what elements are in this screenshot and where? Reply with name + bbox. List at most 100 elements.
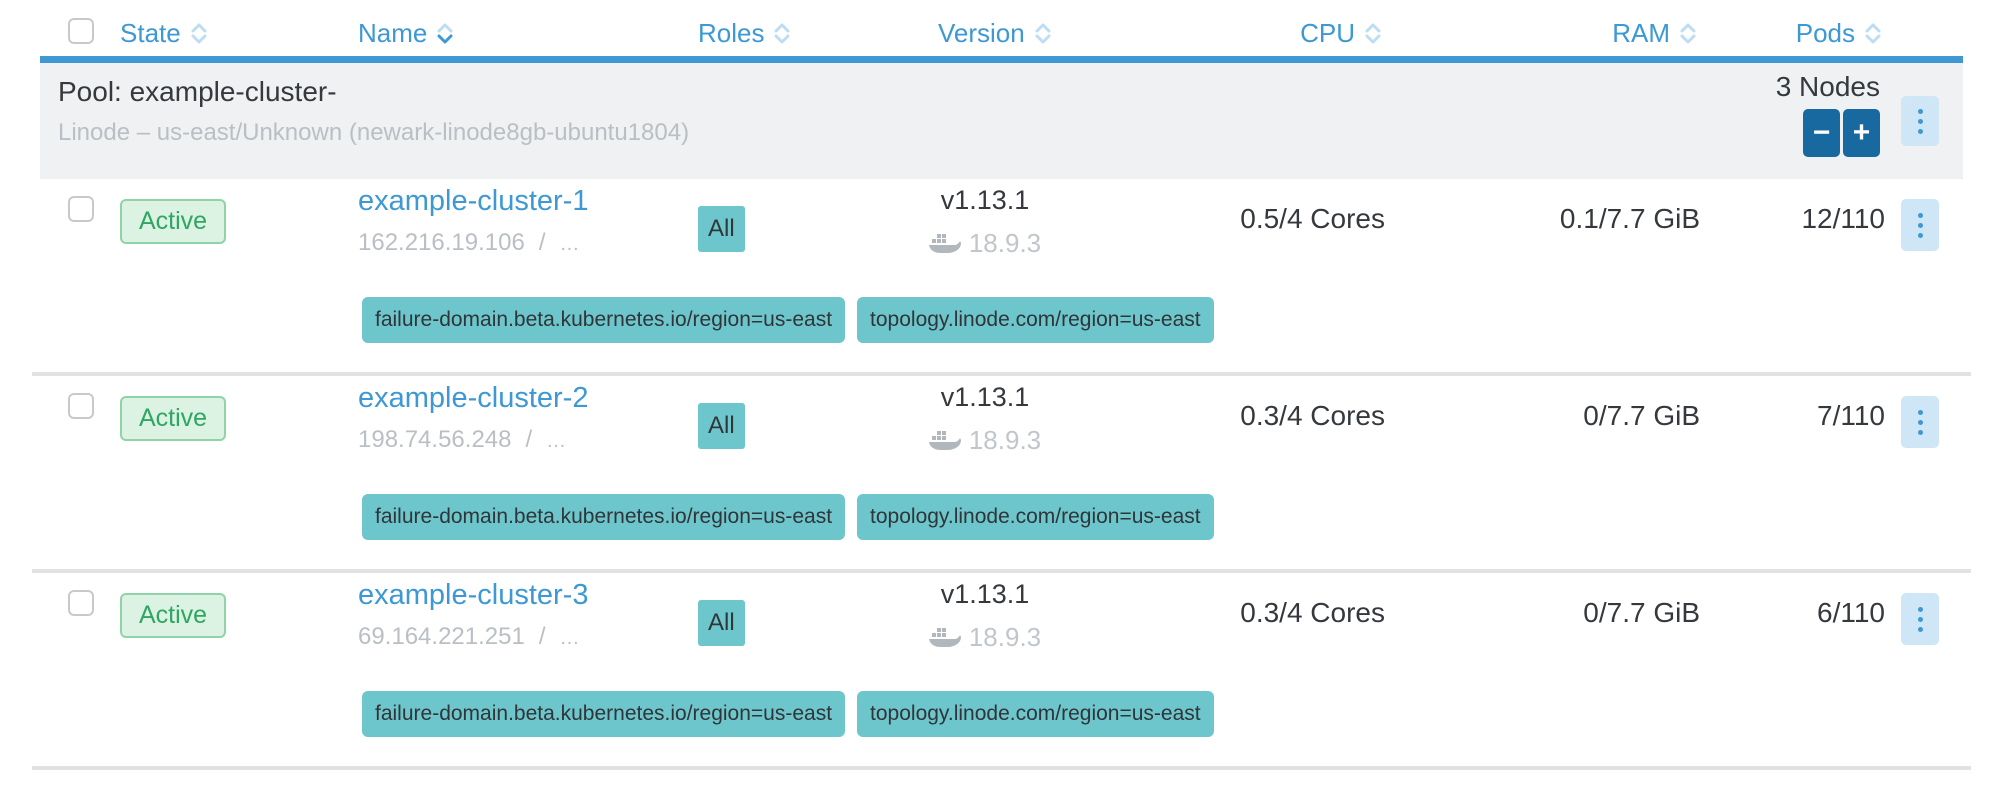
column-label: RAM xyxy=(1612,18,1670,48)
sort-icon xyxy=(1365,22,1381,45)
node-address: 198.74.56.248 / … xyxy=(358,426,588,454)
status-badge: Active xyxy=(120,593,227,638)
node-label-badge: failure-domain.beta.kubernetes.io/region… xyxy=(362,691,846,737)
row-actions-menu-button[interactable] xyxy=(1901,593,1939,645)
docker-version: 18.9.3 xyxy=(968,228,1042,258)
kubernetes-version: v1.13.1 xyxy=(940,579,1030,609)
ip-separator: / xyxy=(538,623,546,650)
sort-icon xyxy=(774,22,790,45)
node-name-link[interactable]: example-cluster-3 xyxy=(358,579,589,611)
plus-icon: + xyxy=(1852,116,1871,149)
column-header-state[interactable]: State xyxy=(120,18,207,49)
node-ip: 69.164.221.251 xyxy=(358,623,525,650)
node-label-badge: failure-domain.beta.kubernetes.io/region… xyxy=(362,297,846,343)
pods-usage: 7/110 xyxy=(1817,400,1885,431)
column-label: Version xyxy=(938,18,1025,48)
node-labels: failure-domain.beta.kubernetes.io/region… xyxy=(362,691,1214,737)
kubernetes-version: v1.13.1 xyxy=(940,382,1030,412)
version-cell: v1.13.1 18.9.3 xyxy=(905,185,1065,259)
docker-version-line: 18.9.3 xyxy=(905,228,1065,259)
column-label: CPU xyxy=(1300,18,1355,48)
kubernetes-version: v1.13.1 xyxy=(940,185,1030,215)
node-name-link[interactable]: example-cluster-2 xyxy=(358,382,589,414)
row-actions-menu-button[interactable] xyxy=(1901,396,1939,448)
ip-separator: / xyxy=(525,426,533,453)
ip-separator: / xyxy=(538,229,546,256)
table-row: Active example-cluster-3 69.164.221.251 /… xyxy=(32,573,1971,770)
ip-truncated: … xyxy=(559,233,581,255)
node-address: 69.164.221.251 / … xyxy=(358,623,588,651)
docker-version-line: 18.9.3 xyxy=(905,425,1065,456)
cpu-usage: 0.5/4 Cores xyxy=(1240,203,1385,234)
column-label: Name xyxy=(358,18,428,48)
role-badge: All xyxy=(698,600,745,646)
column-header-cpu[interactable]: CPU xyxy=(1300,18,1381,49)
scale-up-button[interactable]: + xyxy=(1843,109,1880,157)
row-actions-menu-button[interactable] xyxy=(1901,199,1939,251)
ip-truncated: … xyxy=(546,430,568,452)
pool-scale-controls: − + xyxy=(1803,109,1880,157)
docker-version: 18.9.3 xyxy=(968,425,1042,455)
docker-icon xyxy=(928,430,961,450)
kebab-menu-icon xyxy=(1917,108,1923,134)
row-checkbox[interactable] xyxy=(68,590,94,616)
sort-icon xyxy=(191,22,207,45)
row-checkbox[interactable] xyxy=(68,196,94,222)
version-cell: v1.13.1 18.9.3 xyxy=(905,579,1065,653)
node-label-badge: failure-domain.beta.kubernetes.io/region… xyxy=(362,494,846,540)
column-label: State xyxy=(120,18,181,48)
pool-header: Pool: example-cluster- Linode – us-east/… xyxy=(40,63,1963,179)
column-header-ram[interactable]: RAM xyxy=(1612,18,1696,49)
column-header-version[interactable]: Version xyxy=(938,18,1051,49)
pool-title: Pool: example-cluster- xyxy=(58,76,337,107)
node-pool-table: State Name Roles Version xyxy=(32,0,1971,770)
sort-icon xyxy=(1680,22,1696,45)
docker-icon xyxy=(928,233,961,253)
role-badge: All xyxy=(698,206,745,252)
pool-node-count: 3 Nodes xyxy=(1775,71,1880,102)
table-header: State Name Roles Version xyxy=(40,0,1963,63)
node-labels: failure-domain.beta.kubernetes.io/region… xyxy=(362,297,1214,343)
scale-down-button[interactable]: − xyxy=(1803,109,1840,157)
docker-version-line: 18.9.3 xyxy=(905,622,1065,653)
pods-usage: 12/110 xyxy=(1801,203,1885,234)
ram-usage: 0/7.7 GiB xyxy=(1583,597,1700,628)
docker-version: 18.9.3 xyxy=(968,622,1042,652)
sort-icon xyxy=(1865,22,1881,45)
row-divider xyxy=(32,569,1971,573)
pool-actions-menu-button[interactable] xyxy=(1901,96,1939,146)
node-ip: 198.74.56.248 xyxy=(358,426,512,453)
column-label: Roles xyxy=(698,18,765,48)
ram-usage: 0.1/7.7 GiB xyxy=(1559,203,1700,234)
node-ip: 162.216.19.106 xyxy=(358,229,525,256)
node-name-link[interactable]: example-cluster-1 xyxy=(358,185,589,217)
ip-truncated: … xyxy=(559,627,581,649)
node-labels: failure-domain.beta.kubernetes.io/region… xyxy=(362,494,1214,540)
node-label-badge: topology.linode.com/region=us-east xyxy=(857,297,1214,343)
table-row: Active example-cluster-2 198.74.56.248 / …… xyxy=(32,376,1971,573)
ram-usage: 0/7.7 GiB xyxy=(1583,400,1700,431)
name-cell: example-cluster-2 198.74.56.248 / … xyxy=(358,382,588,454)
pool-subtitle: Linode – us-east/Unknown (newark-linode8… xyxy=(58,119,690,146)
column-label: Pods xyxy=(1795,18,1855,48)
sort-desc-icon xyxy=(437,22,453,45)
name-cell: example-cluster-1 162.216.19.106 / … xyxy=(358,185,588,257)
row-divider xyxy=(32,766,1971,770)
column-header-roles[interactable]: Roles xyxy=(698,18,790,49)
table-row: Active example-cluster-1 162.216.19.106/… xyxy=(32,179,1971,376)
version-cell: v1.13.1 18.9.3 xyxy=(905,382,1065,456)
sort-icon xyxy=(1035,22,1051,45)
row-divider xyxy=(32,372,1971,376)
name-cell: example-cluster-3 69.164.221.251 / … xyxy=(358,579,588,651)
status-badge: Active xyxy=(120,396,227,441)
minus-icon: − xyxy=(1812,116,1831,149)
column-header-pods[interactable]: Pods xyxy=(1796,18,1881,49)
row-checkbox[interactable] xyxy=(68,393,94,419)
kebab-menu-icon xyxy=(1917,212,1923,238)
node-label-badge: topology.linode.com/region=us-east xyxy=(857,494,1214,540)
select-all-checkbox[interactable] xyxy=(68,18,94,44)
docker-icon xyxy=(928,627,961,647)
node-label-badge: topology.linode.com/region=us-east xyxy=(857,691,1214,737)
column-header-name[interactable]: Name xyxy=(358,18,453,49)
pods-usage: 6/110 xyxy=(1817,597,1885,628)
